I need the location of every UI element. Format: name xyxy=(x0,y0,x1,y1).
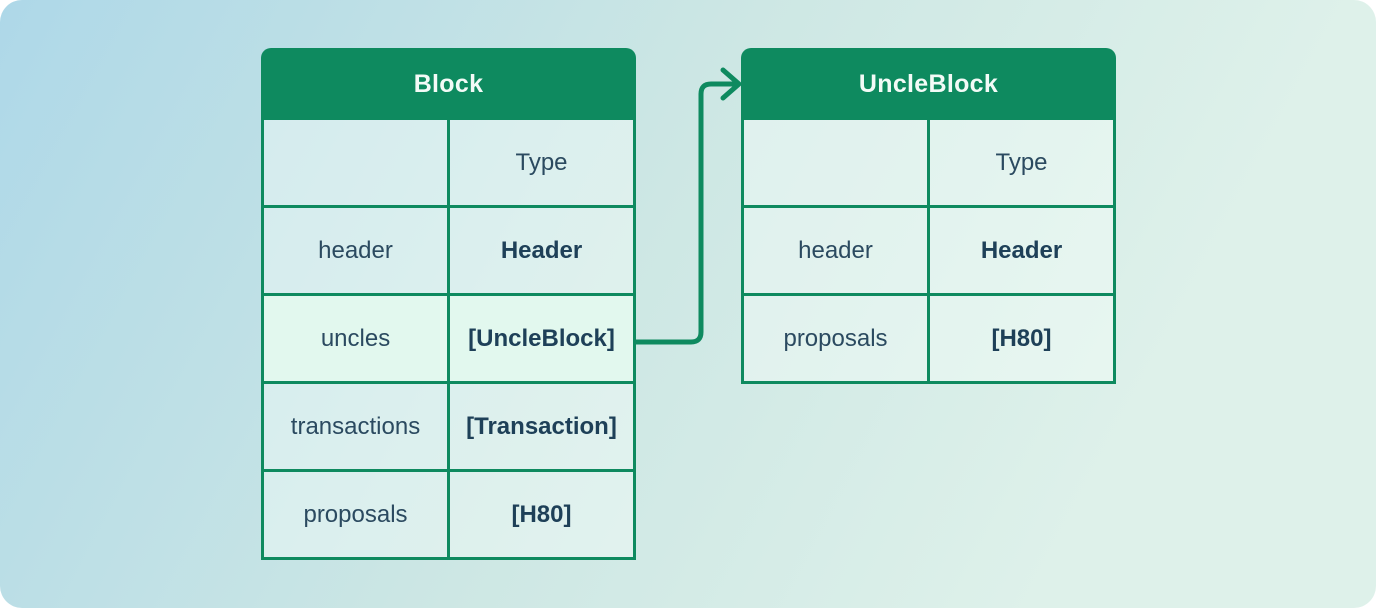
empty-cell xyxy=(264,120,450,205)
block-table-title: Block xyxy=(413,69,484,98)
uncleblock-table-title: UncleBlock xyxy=(858,69,999,98)
arrow-line xyxy=(633,81,737,345)
type-cell: [Transaction] xyxy=(450,384,633,469)
type-cell: [H80] xyxy=(930,296,1113,381)
type-cell: Header xyxy=(930,208,1113,293)
table-row-uncles: uncles[UncleBlock] xyxy=(264,293,633,381)
field-cell: header xyxy=(264,208,450,293)
block-table-header: Block xyxy=(261,48,636,120)
empty-cell xyxy=(744,120,930,205)
field-cell: proposals xyxy=(744,296,930,381)
arrow-head xyxy=(720,67,742,101)
table-row-proposals: proposals[H80] xyxy=(264,469,633,557)
table-row-proposals: proposals[H80] xyxy=(744,293,1113,381)
table-row-transactions: transactions[Transaction] xyxy=(264,381,633,469)
field-cell: uncles xyxy=(264,296,450,381)
type-cell: [UncleBlock] xyxy=(450,296,633,381)
type-cell: Header xyxy=(450,208,633,293)
type-column-label: Type xyxy=(450,120,633,205)
type-cell: [H80] xyxy=(450,472,633,557)
uncleblock-table-header: UncleBlock xyxy=(741,48,1116,120)
field-cell: header xyxy=(744,208,930,293)
column-header-row: Type xyxy=(264,120,633,205)
type-column-label: Type xyxy=(930,120,1113,205)
field-cell: transactions xyxy=(264,384,450,469)
field-cell: proposals xyxy=(264,472,450,557)
column-header-row: Type xyxy=(744,120,1113,205)
